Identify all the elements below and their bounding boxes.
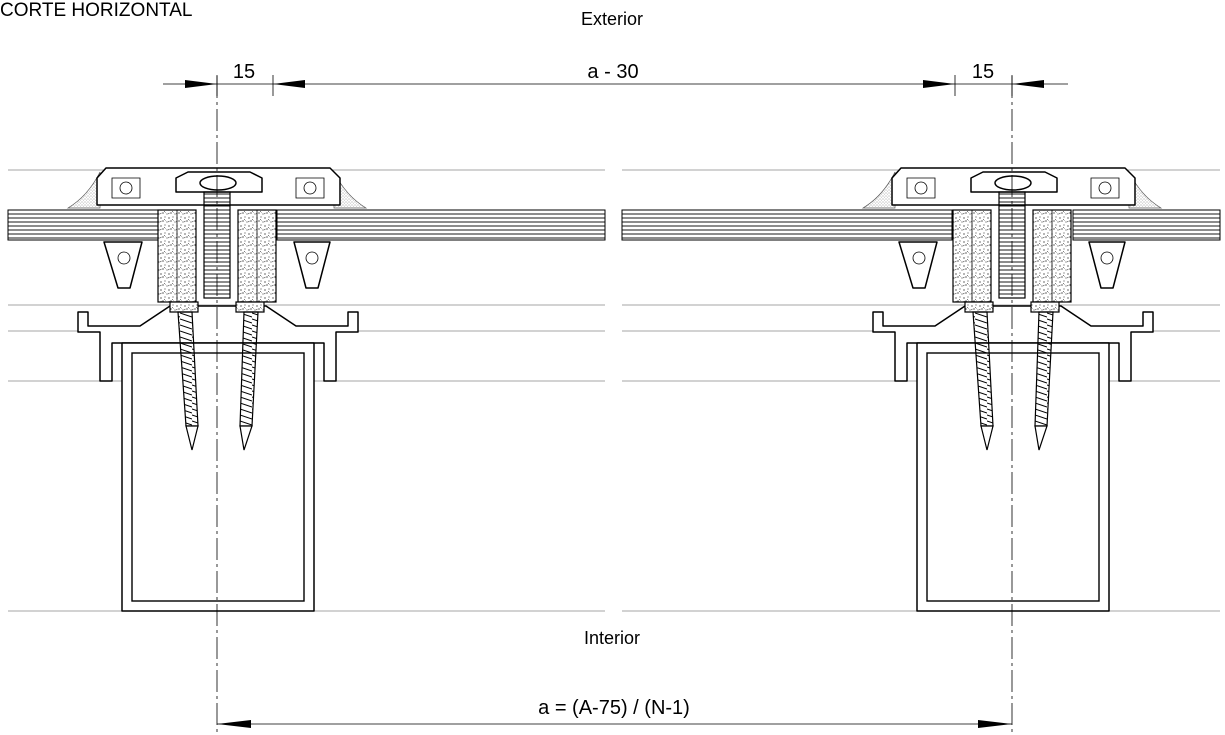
interior-label: Interior bbox=[584, 628, 640, 648]
left-profile-assembly bbox=[66, 167, 368, 612]
center-lines bbox=[216, 76, 1013, 732]
gap-dimension: a - 30 bbox=[587, 61, 638, 83]
right-profile-assembly bbox=[861, 167, 1163, 612]
spacing-formula: a = (A-75) / (N-1) bbox=[538, 697, 690, 719]
top-dimension: 15 a - 30 15 bbox=[163, 61, 1068, 96]
left-offset-dimension: 15 bbox=[233, 61, 255, 83]
exterior-label: Exterior bbox=[581, 9, 643, 29]
right-offset-dimension: 15 bbox=[972, 61, 994, 83]
drawing-title: CORTE HORIZONTAL bbox=[0, 0, 192, 21]
bottom-dimension: a = (A-75) / (N-1) bbox=[217, 697, 1012, 728]
polycarbonate-panels bbox=[7, 209, 1221, 241]
